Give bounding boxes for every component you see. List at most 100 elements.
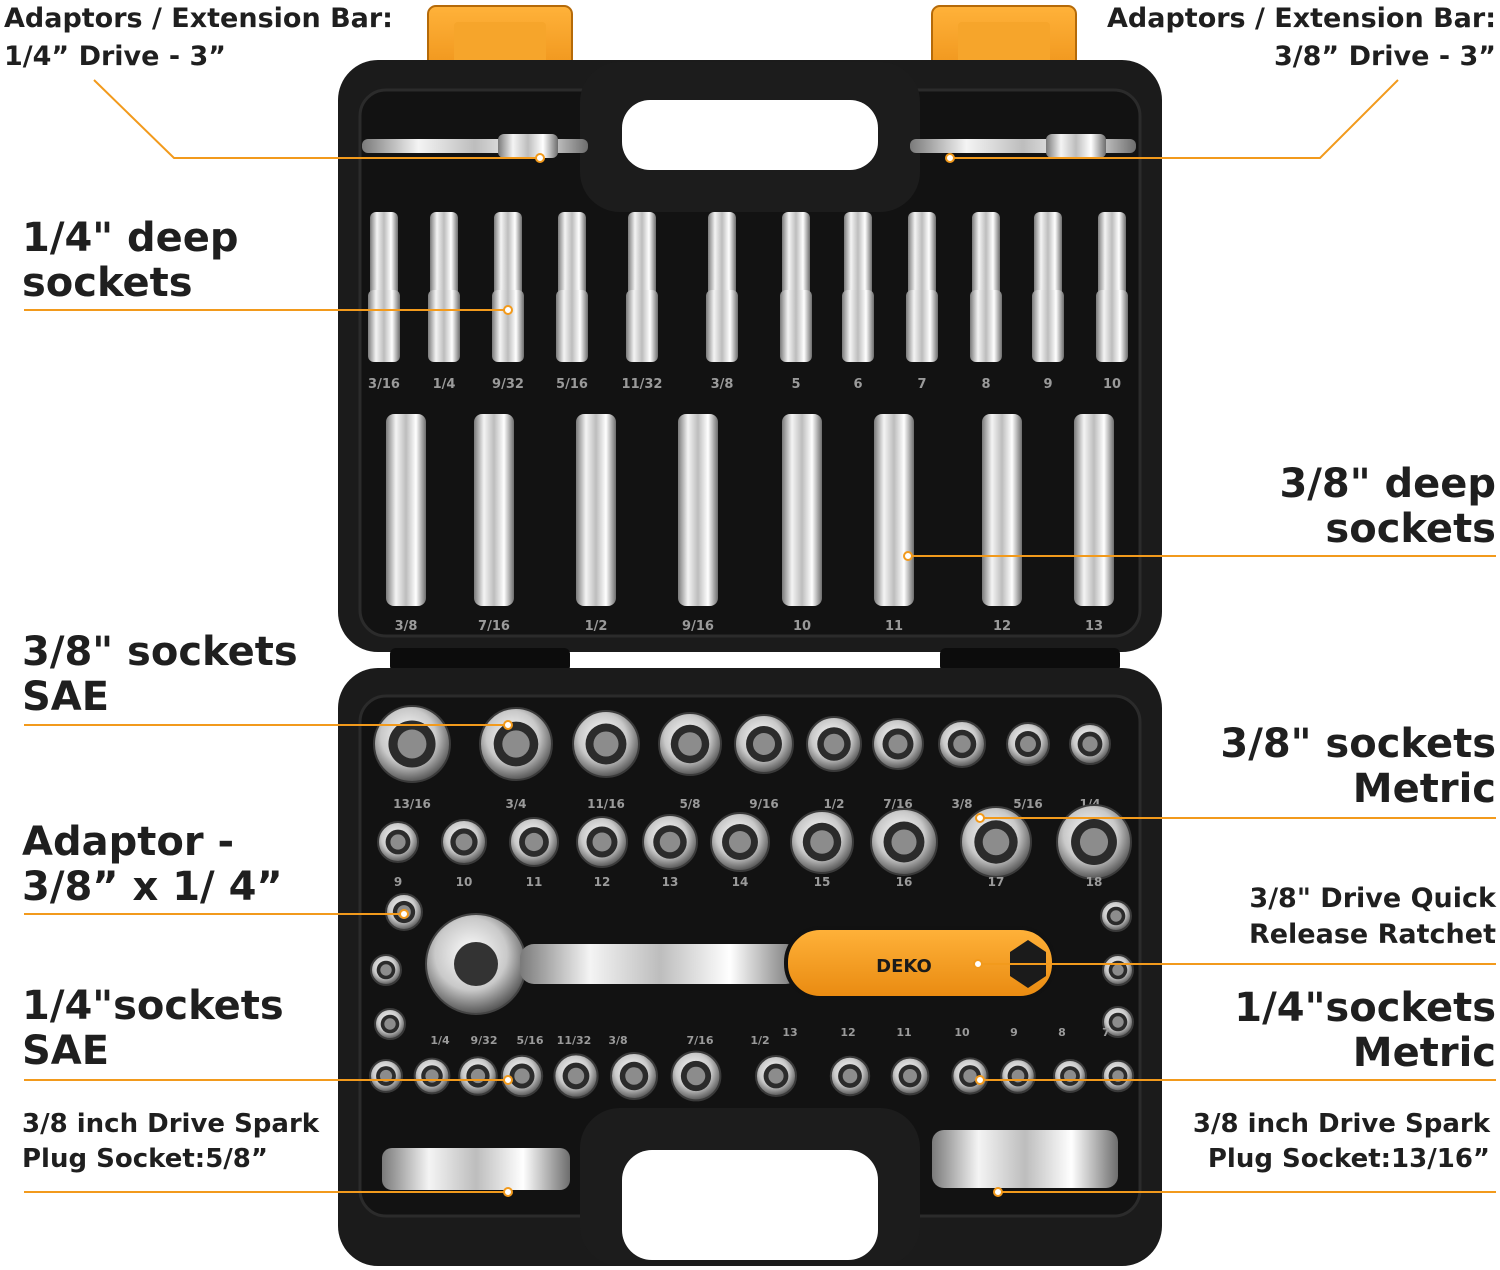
deep-socket-14-body [368,290,400,362]
socket-14-row-hex [470,1068,486,1084]
callout-text: 3/8" Drive Quick [1249,883,1496,914]
ratchet-shaft [520,944,800,984]
case-size-label: 9 [1010,1026,1018,1039]
case-size-label: 1/4 [430,1034,450,1047]
case-size-label: 3/8 [395,619,418,634]
case-size-label: 18 [1086,875,1103,889]
callout-text: 3/8” x 1/ 4” [22,863,283,910]
case-size-label: 11/16 [587,797,625,811]
case-size-label: 1/2 [750,1034,769,1047]
socket-14-side-hex [384,1018,396,1030]
extension-bar-38-knurl [1046,134,1106,158]
leader-spark-1316-dot [993,1187,1003,1197]
socket-38-sae-hex [502,730,530,758]
callout-adaptors-38: Adaptors / Extension Bar: 3/8” Drive - 3… [1107,3,1496,73]
case-size-label: 7 [917,377,926,392]
socket-38-metric-hex [810,830,834,854]
leader-adaptors-14 [93,79,540,159]
callout-text: 3/8” Drive - 3” [1273,41,1496,73]
case-size-label: 5 [791,377,800,392]
leader-sockets-38-sae-dot [503,720,513,730]
case-size-label: 3/8 [608,1034,627,1047]
leader-deep-14-dot [503,305,513,315]
case-size-label: 12 [840,1026,855,1039]
case-size-label: 9/32 [492,377,524,392]
callout-spark-58: 3/8 inch Drive Spark Plug Socket:5/8” [22,1109,320,1174]
callout-deep-38: 3/8" deep sockets [1279,462,1496,552]
socket-38-sae-hex [1020,736,1036,752]
case-size-label: 5/16 [517,1034,544,1047]
callout-sockets-14-sae: 1/4"sockets SAE [22,984,284,1074]
case-size-label: 16 [896,875,913,889]
callout-adaptors-14: Adaptors / Extension Bar: 1/4” Drive - 3… [4,3,393,73]
leader-sockets-38-metric-dot [975,813,985,823]
hinge [940,648,1120,672]
leader-spark-58-dot [503,1187,513,1197]
socket-14-row-hex [903,1069,917,1083]
case-size-label: 3/4 [505,797,526,811]
deep-socket-38 [874,414,914,606]
case-size-label: 7/16 [687,1034,714,1047]
socket-14-row-hex [963,1069,977,1083]
socket-14-row-hex [1112,1070,1124,1082]
socket-38-metric-hex [659,831,681,853]
callout-text: Release Ratchet [1248,919,1496,951]
case-size-label: 8 [981,377,990,392]
deep-socket-38 [1074,414,1114,606]
case-size-label: 13 [662,875,679,889]
case-size-label: 9/16 [682,619,714,634]
deep-socket-38 [982,414,1022,606]
deep-socket-14-body [492,290,524,362]
case-size-label: 10 [954,1026,970,1039]
leader-sockets-14-metric-dot [975,1075,985,1085]
callout-text: 1/4"sockets [22,983,284,1029]
case-size-label: 12 [993,619,1011,634]
socket-38-sae-hex [752,732,776,756]
callout-text: Adaptor - [22,819,235,865]
socket-38-sae-hex [888,734,908,754]
callout-ratchet: 3/8" Drive Quick Release Ratchet [1248,883,1496,951]
case-size-label: 17 [988,875,1005,889]
case-size-label: 11 [896,1026,911,1039]
deep-socket-14-body [780,290,812,362]
deep-socket-14-body [428,290,460,362]
socket-14-row-hex [842,1068,858,1084]
case-size-label: 7/16 [478,619,510,634]
socket-38-sae-hex [593,731,619,757]
spark-plug-socket-58 [382,1148,570,1190]
case-size-label: 11 [885,619,903,634]
case-size-label: 6 [853,377,862,392]
socket-38-sae-hex [397,729,427,759]
deep-socket-38 [678,414,718,606]
case-size-label: 5/16 [556,377,588,392]
callout-text: sockets [22,259,193,306]
callout-adaptor: Adaptor - 3/8” x 1/ 4” [22,820,283,910]
socket-38-metric-hex [524,832,544,852]
case-size-label: 9 [394,875,402,889]
deep-socket-14-body [906,290,938,362]
spark-plug-socket-1316 [932,1130,1118,1188]
leader-adaptor-dot [399,909,409,919]
case-size-label: 5/8 [679,797,700,811]
case-size-label: 9/32 [471,1034,498,1047]
socket-38-sae-hex [678,732,702,756]
socket-14-side-hex [1112,1016,1124,1028]
socket-38-sae-hex [953,735,971,753]
socket-14-row-hex [514,1068,530,1084]
callout-text: 1/4” Drive - 3” [4,41,227,73]
callout-text: 1/4"sockets [1234,985,1496,1031]
case-handle-opening [622,1150,878,1260]
leader-ratchet-dot [973,959,983,969]
socket-38-metric-hex [982,828,1010,856]
deep-socket-14-body [842,290,874,362]
callout-text: 3/8 inch Drive Spark [22,1109,320,1139]
callout-deep-14: 1/4" deep sockets [22,216,239,306]
callout-sockets-38-metric: 3/8" sockets Metric [1220,722,1496,812]
case-size-label: 1/2 [823,797,844,811]
case-size-label: 10 [1103,377,1121,392]
socket-14-side-hex [1110,910,1122,922]
case-size-label: 10 [793,619,811,634]
case-size-label: 9/16 [749,797,778,811]
